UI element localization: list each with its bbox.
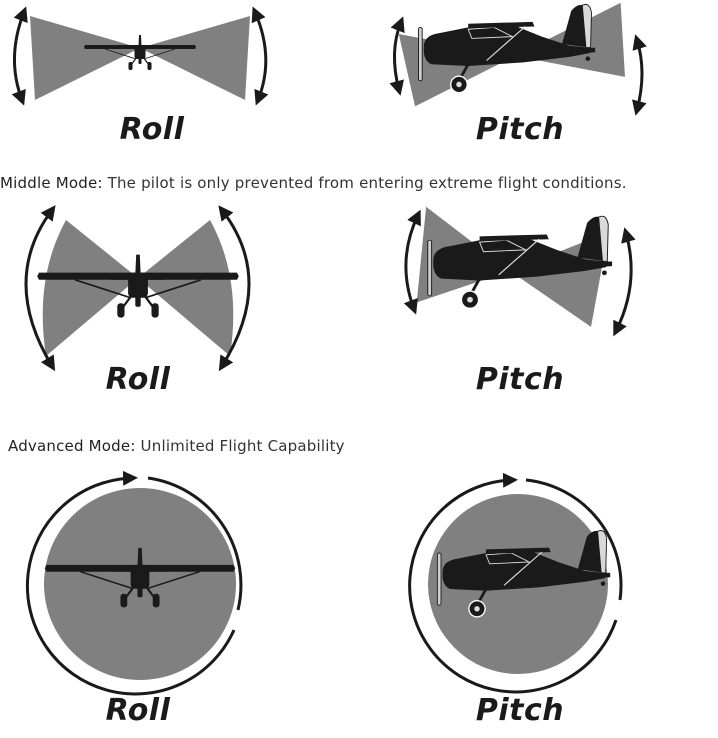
middle-mode-desc: The pilot is only prevented from enterin…: [102, 174, 627, 192]
pitch-arrow-rear: [632, 34, 647, 116]
pitch-label-2: Pitch: [475, 362, 565, 397]
pitch-label-3: Pitch: [475, 693, 565, 728]
roll-arrow-left: [11, 6, 28, 106]
pitch-arrow-front: [389, 16, 405, 96]
roll-diagram-3-svg: [25, 470, 243, 696]
pitch-arrow-full-right: [525, 478, 623, 601]
roll-diagram-3: [20, 470, 260, 700]
roll-label-3: Roll: [105, 693, 171, 728]
middle-mode-line: Middle Mode: The pilot is only prevented…: [0, 174, 627, 192]
roll-sector-left: [42, 220, 138, 356]
middle-mode-name: Middle Mode:: [0, 174, 103, 192]
roll-diagram-1-svg: [11, 6, 269, 106]
roll-sector-right: [138, 220, 234, 356]
roll-arrow-full-left: [25, 470, 236, 696]
advanced-mode-desc: Unlimited Flight Capability: [135, 437, 345, 455]
advanced-mode-line: Advanced Mode: Unlimited Flight Capabili…: [8, 437, 345, 455]
pitch-diagram-1-svg: [389, 2, 647, 116]
roll-arrow-right: [251, 6, 269, 106]
roll-diagram-1: [0, 0, 280, 115]
pitch-arrow-front: [403, 209, 421, 315]
roll-arrow-left: [24, 205, 56, 372]
roll-arrow-right: [218, 205, 251, 372]
pitch-arrow-full-left: [408, 472, 618, 694]
roll-sector-right: [140, 16, 250, 100]
pitch-arrow-rear: [613, 227, 636, 337]
advanced-mode-name: Advanced Mode:: [8, 437, 136, 455]
roll-diagram-2-svg: [24, 205, 251, 372]
roll-arrow-full-right: [147, 476, 243, 611]
roll-sector-left: [30, 16, 140, 100]
roll-label-1: Roll: [119, 112, 185, 147]
roll-label-2: Roll: [105, 362, 171, 397]
pitch-diagram-3-svg: [408, 472, 623, 694]
pitch-diagram-1: [385, 0, 665, 116]
pitch-diagram-3: [404, 470, 644, 700]
pitch-diagram-2-svg: [403, 206, 636, 337]
roll-diagram-2: [0, 200, 280, 372]
pitch-label-1: Pitch: [475, 112, 565, 147]
pitch-diagram-2: [390, 205, 650, 345]
